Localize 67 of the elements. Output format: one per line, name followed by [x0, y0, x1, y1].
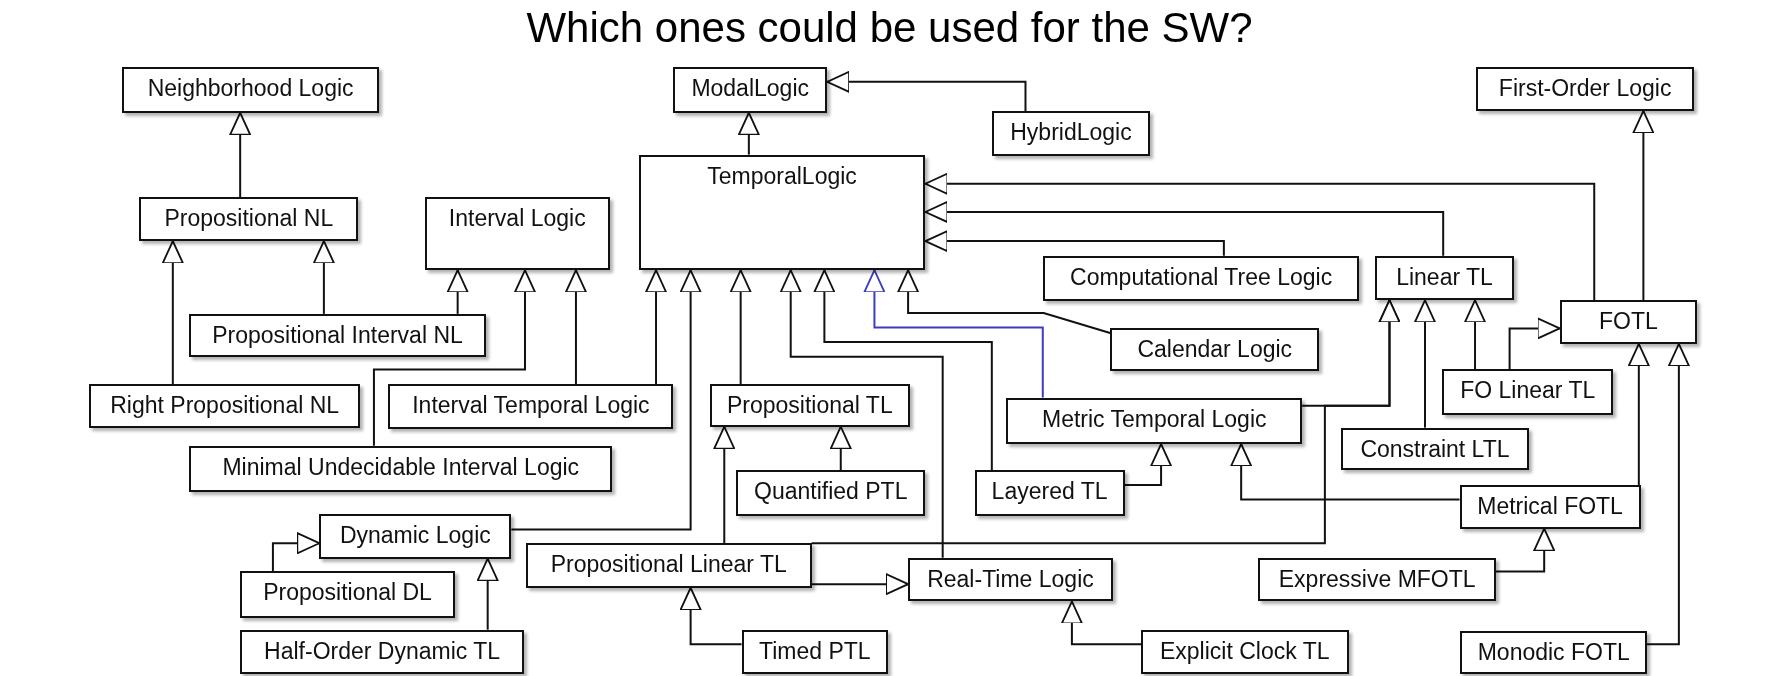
inheritance-arrow	[826, 70, 1027, 112]
class-box: Layered TL	[974, 470, 1125, 516]
class-box: FOTL	[1559, 300, 1698, 344]
class-box: Quantified PTL	[736, 470, 926, 516]
class-box: Propositional Linear TL	[525, 543, 812, 588]
inheritance-arrow	[1060, 600, 1143, 646]
class-box: Expressive MFOTL	[1258, 557, 1496, 602]
class-box: Computational Tree Logic	[1042, 255, 1360, 302]
class-box: TemporalLogic	[638, 154, 926, 271]
class-box: Metric Temporal Logic	[1006, 397, 1303, 444]
class-box: Interval Logic	[424, 197, 610, 271]
inheritance-arrow	[1494, 527, 1556, 573]
inheritance-arrow	[779, 269, 944, 559]
class-box: Timed PTL	[741, 629, 889, 675]
class-box: FO Linear TL	[1442, 369, 1614, 415]
class-box: Calendar Logic	[1110, 328, 1320, 372]
inheritance-arrow	[924, 230, 1225, 257]
class-box: Neighborhood Logic	[121, 67, 380, 113]
class-box: HybridLogic	[991, 110, 1151, 157]
inheritance-arrow	[729, 269, 752, 385]
class-box: First-Order Logic	[1475, 67, 1695, 111]
class-box: Linear TL	[1374, 255, 1515, 301]
inheritance-arrow	[713, 425, 736, 545]
inheritance-arrow	[1414, 299, 1436, 429]
inheritance-arrow	[1230, 443, 1461, 501]
class-box: Propositional TL	[709, 383, 910, 427]
inheritance-arrow	[312, 240, 335, 315]
inheritance-arrow	[897, 269, 1112, 334]
inheritance-arrow	[1632, 109, 1655, 302]
class-box: Minimal Undecidable Interval Logic	[189, 445, 613, 493]
inheritance-arrow	[510, 269, 702, 531]
class-box: Real-Time Logic	[908, 557, 1113, 602]
inheritance-arrow	[476, 557, 499, 631]
class-box: Propositional NL	[139, 197, 359, 242]
overlay-question-text: Which ones could be used for the SW?	[526, 4, 1253, 52]
inheritance-arrow	[1627, 342, 1650, 486]
inheritance-arrow	[737, 111, 760, 156]
class-box: Constraint LTL	[1341, 427, 1529, 471]
class-box: Half-Order Dynamic TL	[240, 629, 525, 675]
inheritance-arrow	[161, 240, 184, 385]
inheritance-arrow	[271, 532, 321, 573]
inheritance-arrow	[813, 269, 993, 472]
inheritance-arrow	[564, 269, 587, 385]
inheritance-arrow	[924, 172, 1596, 302]
inheritance-arrow	[645, 269, 668, 385]
class-box: Propositional Interval NL	[189, 313, 486, 357]
inheritance-arrow	[1123, 443, 1173, 486]
inheritance-arrow	[1464, 299, 1487, 371]
class-box: Right Propositional NL	[89, 383, 361, 428]
inheritance-arrow	[829, 425, 852, 472]
inheritance-arrow	[1508, 317, 1561, 371]
inheritance-arrow	[679, 586, 743, 646]
class-box: Monodic FOTL	[1460, 630, 1647, 675]
inheritance-arrow	[810, 299, 1401, 545]
class-box: Interval Temporal Logic	[388, 383, 674, 430]
class-box: ModalLogic	[673, 67, 828, 113]
inheritance-arrow	[810, 573, 910, 596]
class-box: Explicit Clock TL	[1141, 629, 1349, 675]
inheritance-arrow	[924, 200, 1445, 257]
inheritance-arrow	[372, 269, 536, 447]
class-box: Propositional DL	[240, 571, 455, 618]
inheritance-arrow	[863, 269, 1044, 399]
inheritance-arrow	[1646, 342, 1690, 646]
inheritance-arrow	[446, 269, 469, 315]
class-box: Metrical FOTL	[1459, 484, 1641, 529]
inheritance-arrow	[229, 111, 252, 199]
class-box: Dynamic Logic	[319, 514, 512, 559]
